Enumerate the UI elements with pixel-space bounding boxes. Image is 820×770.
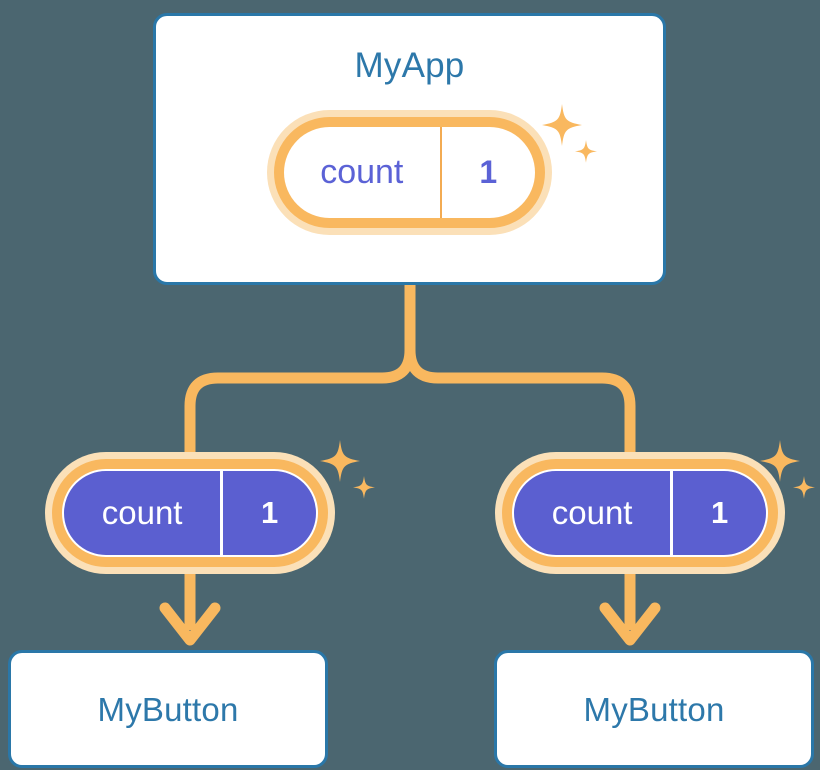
mybutton-title: MyButton xyxy=(583,691,725,728)
child-state-pill-left[interactable]: count 1 xyxy=(45,452,335,574)
pill-body: count 1 xyxy=(512,469,768,557)
state-key-label: count xyxy=(101,494,183,531)
myapp-state-pill[interactable]: count 1 xyxy=(267,110,552,235)
state-key-label: count xyxy=(551,494,633,531)
pill-ring: count 1 xyxy=(274,117,545,228)
mybutton-title: MyButton xyxy=(97,691,239,728)
mybutton-card-right[interactable]: MyButton xyxy=(494,650,814,768)
state-value-label: 1 xyxy=(439,127,535,218)
branch-connector-icon-right xyxy=(404,279,636,458)
myapp-title: MyApp xyxy=(354,46,465,85)
state-key-label: count xyxy=(320,153,404,191)
branch-connector-icon xyxy=(184,279,416,458)
mybutton-card-left[interactable]: MyButton xyxy=(8,650,328,768)
state-value-label: 1 xyxy=(670,471,766,555)
arrow-down-icon-right xyxy=(599,574,661,646)
pill-body: count 1 xyxy=(284,127,535,218)
pill-body: count 1 xyxy=(62,469,318,557)
state-value-label: 1 xyxy=(220,471,316,555)
pill-ring: count 1 xyxy=(52,459,328,567)
arrow-down-icon-left xyxy=(159,574,221,646)
child-state-pill-right[interactable]: count 1 xyxy=(495,452,785,574)
pill-ring: count 1 xyxy=(502,459,778,567)
